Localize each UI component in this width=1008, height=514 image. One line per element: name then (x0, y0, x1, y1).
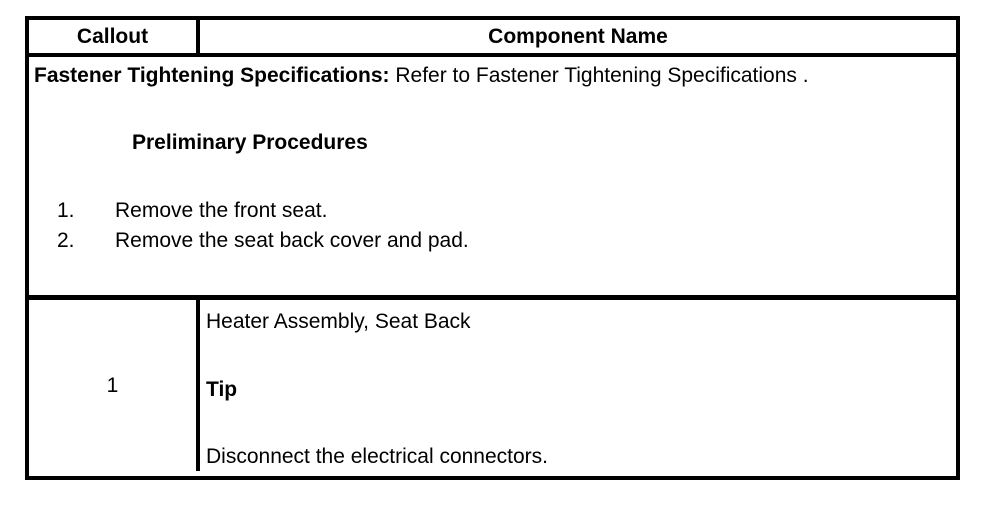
component-name-text: Heater Assembly, Seat Back (206, 310, 471, 333)
preliminary-steps-list: 1. Remove the front seat. 2. Remove the … (57, 196, 469, 257)
header-label-callout: Callout (76, 25, 149, 48)
header-cell-component-name: Component Name (200, 20, 956, 53)
header-cell-callout: Callout (29, 20, 200, 53)
service-procedure-table: Callout Component Name Fastener Tighteni… (25, 16, 960, 480)
list-item: 2. Remove the seat back cover and pad. (57, 226, 469, 256)
fastener-specification-label: Fastener Tightening Specifications: (34, 64, 390, 87)
cell-callout-number: 1 (29, 300, 200, 471)
preliminary-procedures-heading: Preliminary Procedures (132, 131, 368, 154)
header-label-component-name: Component Name (488, 25, 668, 48)
table-header-row: Callout Component Name (29, 20, 956, 57)
table-row: 1 Heater Assembly, Seat Back Tip Disconn… (29, 300, 956, 471)
step-number: 2. (57, 229, 75, 253)
tip-heading: Tip (206, 378, 238, 401)
preliminary-procedures-row: Fastener Tightening Specifications: Refe… (29, 57, 956, 300)
tip-text: Disconnect the electrical connectors. (206, 445, 548, 468)
list-item: 1. Remove the front seat. (57, 196, 469, 226)
step-text: Remove the front seat. (115, 199, 328, 222)
preliminary-procedures-content: Fastener Tightening Specifications: Refe… (29, 57, 956, 295)
cell-component-description: Heater Assembly, Seat Back Tip Disconnec… (200, 300, 956, 471)
callout-number: 1 (106, 374, 119, 397)
step-number: 1. (57, 199, 75, 222)
fastener-specification-text: Refer to Fastener Tightening Specificati… (389, 64, 809, 87)
fastener-specification-line: Fastener Tightening Specifications: Refe… (34, 64, 809, 87)
step-text: Remove the seat back cover and pad. (115, 229, 469, 253)
